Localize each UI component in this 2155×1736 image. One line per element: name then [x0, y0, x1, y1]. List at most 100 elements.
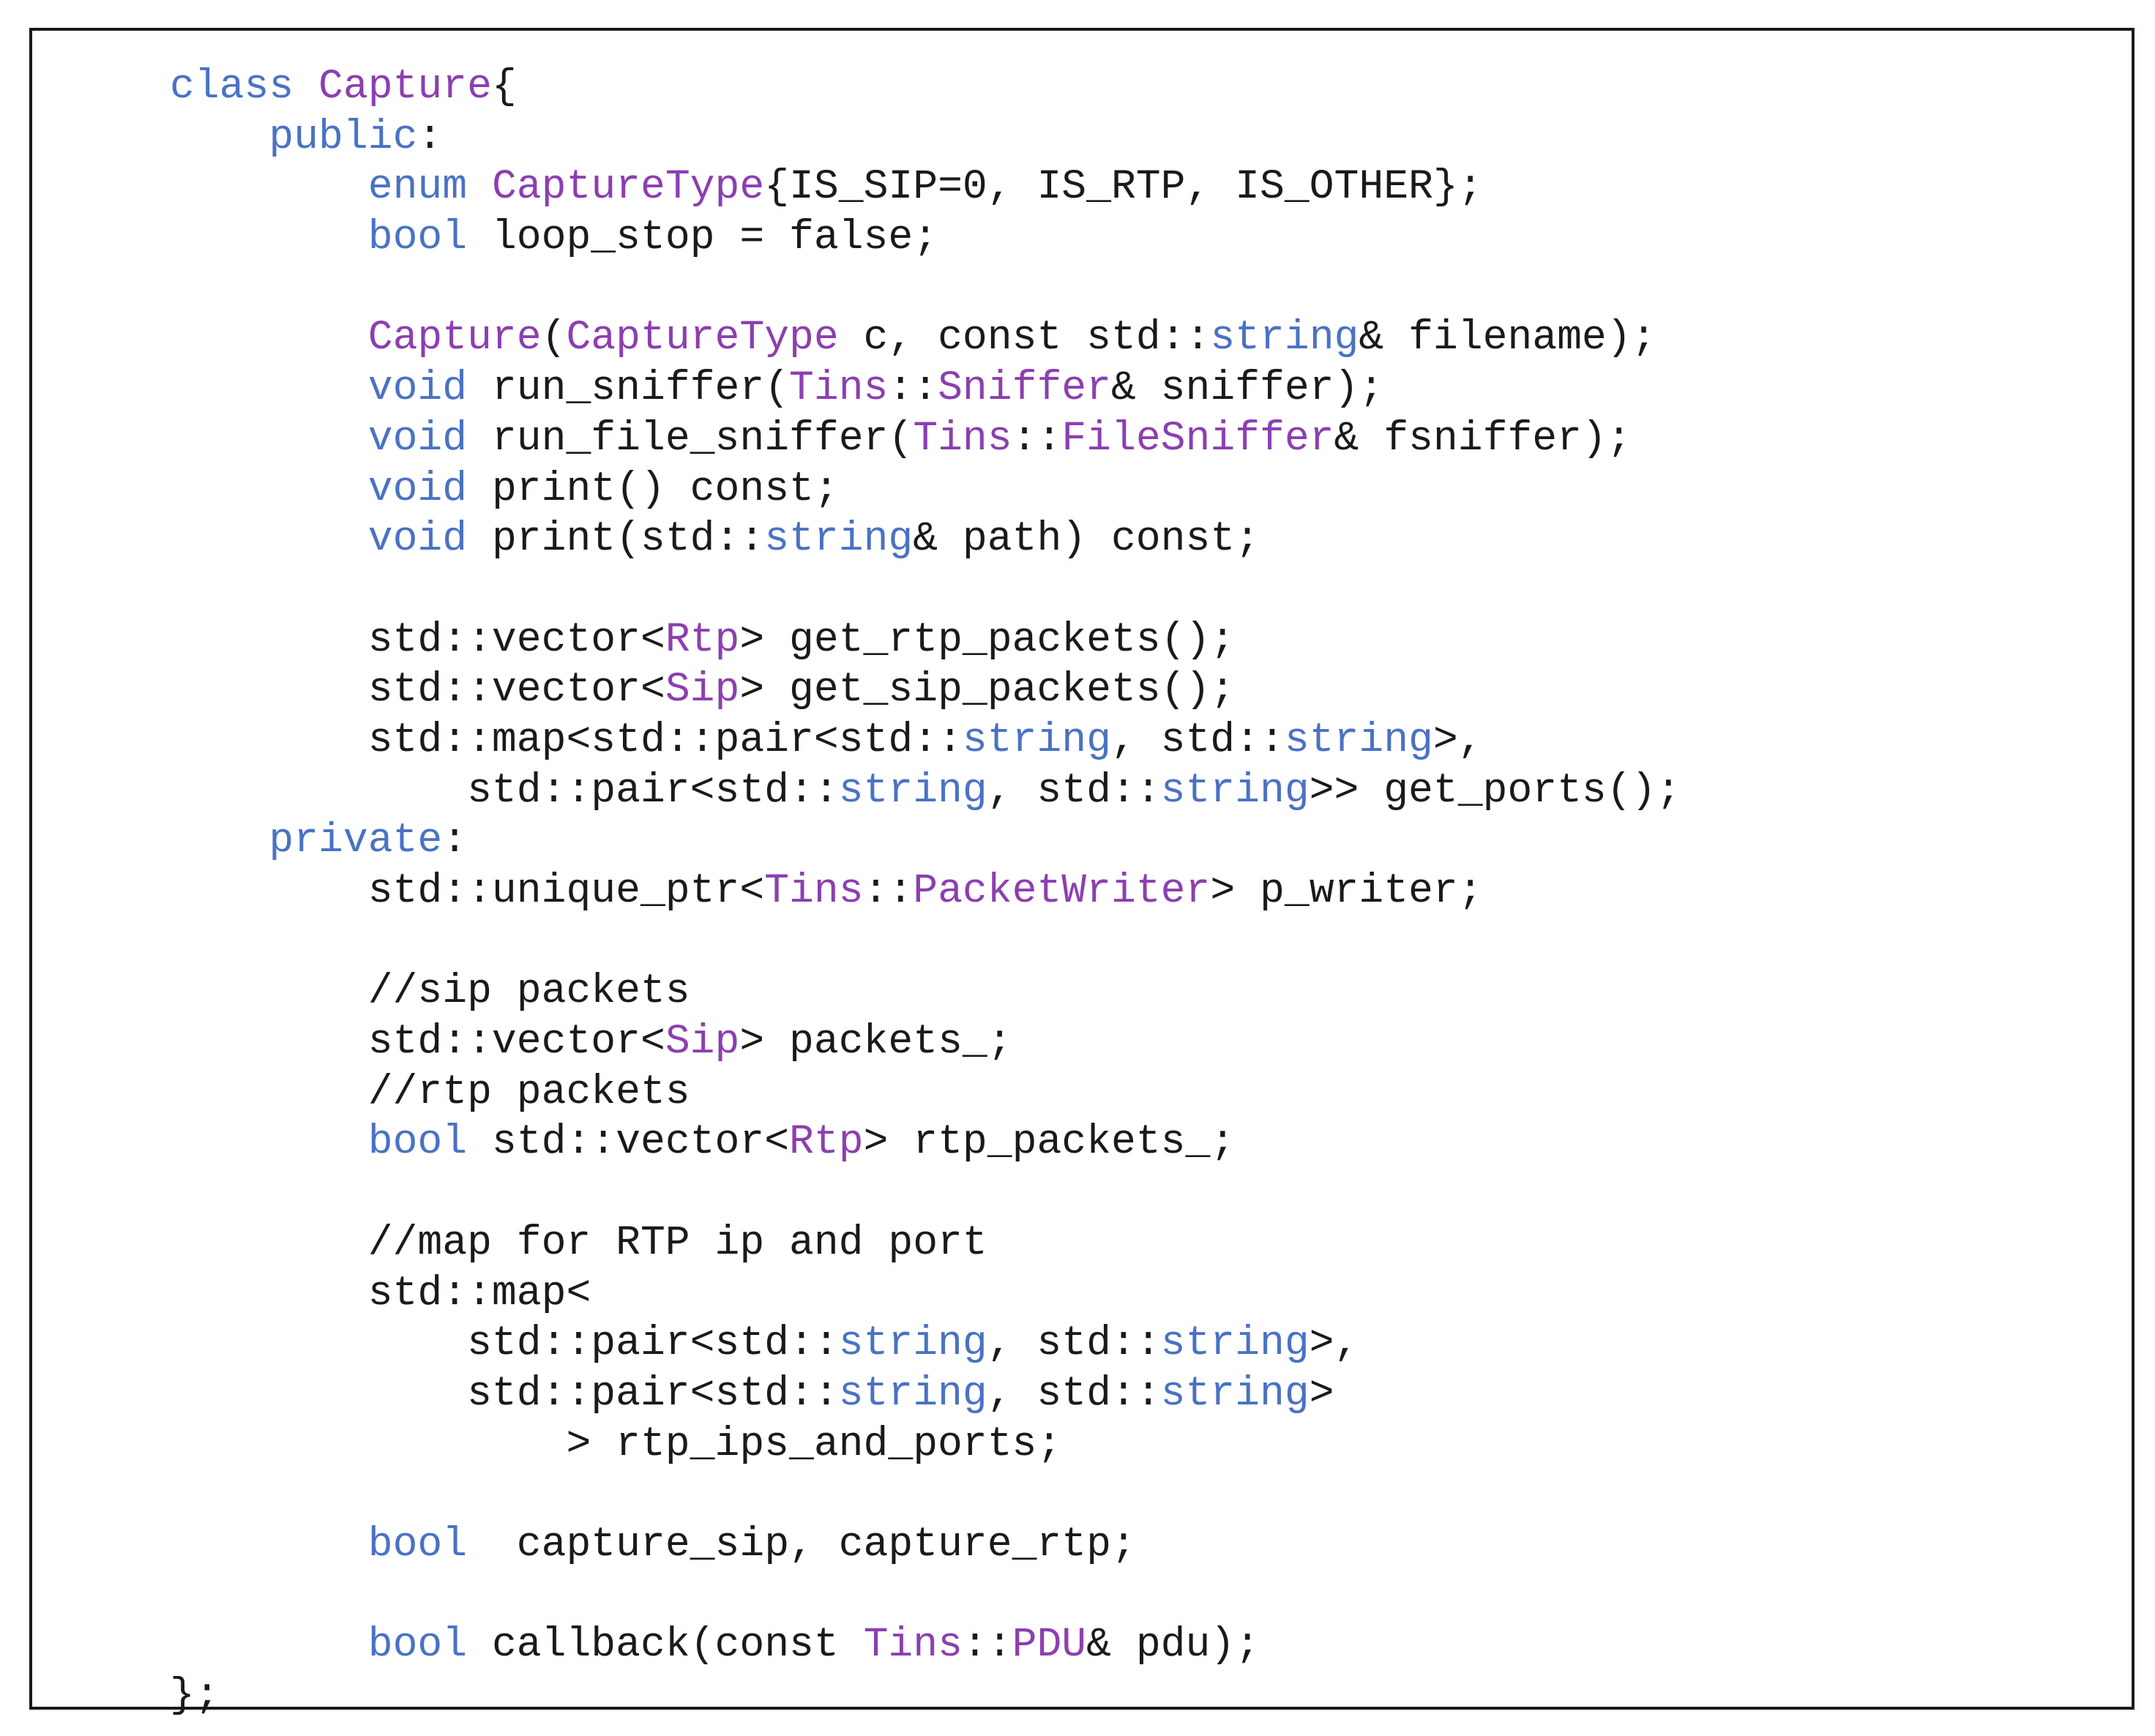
code-token: std::pair<std::	[170, 1369, 839, 1417]
code-token	[170, 113, 269, 160]
code-line: std::map<std::pair<std::string, std::str…	[170, 715, 1681, 766]
code-line: void run_file_sniffer(Tins::FileSniffer&…	[170, 414, 1681, 464]
code-line: std::pair<std::string, std::string>	[170, 1369, 1681, 1419]
type-token: Tins	[764, 867, 864, 914]
code-listing: class Capture{ public: enum CaptureType {…	[170, 61, 1681, 1721]
code-line: void run_sniffer(Tins::Sniffer& sniffer)…	[170, 363, 1681, 414]
code-token: & filename);	[1359, 314, 1657, 362]
code-line: std::pair<std::string, std::string>> get…	[170, 766, 1681, 816]
code-token	[170, 817, 269, 864]
code-line: std::vector<Sip> packets_;	[170, 1017, 1681, 1067]
code-token: std::map<std::pair<std::	[170, 716, 963, 763]
code-token: print() const;	[467, 465, 839, 512]
keyword-token: private	[269, 817, 443, 864]
code-token	[170, 364, 368, 411]
type-token: PacketWriter	[913, 867, 1211, 914]
code-token: , std::	[987, 766, 1161, 814]
code-token	[467, 163, 492, 210]
code-token: , std::	[987, 1320, 1161, 1367]
code-token: :	[417, 113, 443, 160]
code-line: std::pair<std::string, std::string>,	[170, 1318, 1681, 1369]
code-token: std::map<	[170, 1269, 591, 1317]
type-token: Tins	[789, 364, 889, 412]
code-line: Capture(CaptureType c, const std::string…	[170, 313, 1681, 363]
keyword-token: void	[367, 515, 468, 563]
code-token: >,	[1309, 1320, 1359, 1367]
code-line: private:	[170, 815, 1681, 866]
keyword-token: string	[962, 716, 1111, 763]
code-token: >,	[1433, 716, 1483, 763]
code-token	[294, 63, 318, 110]
code-token: callback(const	[467, 1621, 864, 1669]
code-line: class Capture{	[170, 61, 1681, 112]
type-token: Sniffer	[938, 364, 1111, 412]
keyword-token: string	[764, 515, 914, 563]
keyword-token: enum	[367, 163, 468, 211]
code-token	[170, 314, 368, 361]
code-token: capture_sip, capture_rtp;	[467, 1520, 1136, 1568]
code-token: std::vector<	[467, 1118, 790, 1166]
code-token: & pdu);	[1086, 1621, 1260, 1669]
code-line: public:	[170, 112, 1681, 162]
code-token: };	[170, 1672, 220, 1718]
code-token: ::	[1012, 414, 1062, 462]
keyword-token: void	[367, 414, 468, 462]
code-line: ​	[170, 1469, 1681, 1519]
code-listing-frame: class Capture{ public: enum CaptureType {…	[29, 28, 2135, 1718]
code-token: & fsniffer);	[1334, 414, 1632, 462]
code-token: std::pair<std::	[170, 766, 839, 814]
code-line: bool loop_stop = false;	[170, 212, 1681, 263]
code-token: & sniffer);	[1110, 364, 1384, 412]
code-token: {	[491, 63, 517, 110]
code-line: std::unique_ptr<Tins::PacketWriter> p_wr…	[170, 866, 1681, 916]
code-line: std::vector<Sip> get_sip_packets();	[170, 665, 1681, 715]
code-token: //rtp packets	[170, 1068, 690, 1115]
code-token: std::vector<	[170, 1018, 665, 1066]
code-line: //sip packets	[170, 966, 1681, 1017]
code-token: >> get_ports();	[1309, 766, 1681, 814]
code-token: > rtp_ips_and_ports;	[170, 1420, 1062, 1467]
keyword-token: void	[367, 465, 468, 512]
code-token	[170, 1118, 368, 1165]
keyword-token: string	[1160, 1369, 1310, 1417]
code-token: std::vector<	[170, 616, 665, 663]
code-token: > get_rtp_packets();	[739, 616, 1236, 663]
keyword-token: bool	[367, 214, 468, 261]
code-line: > rtp_ips_and_ports;	[170, 1419, 1681, 1470]
code-token: run_sniffer(	[467, 364, 790, 412]
code-line: ​	[170, 564, 1681, 615]
code-token: c, const std::	[838, 314, 1211, 362]
code-token: >	[1309, 1369, 1334, 1417]
code-line: };	[170, 1670, 1681, 1721]
type-token: Rtp	[789, 1118, 864, 1166]
type-token: Sip	[665, 666, 740, 714]
code-token	[170, 214, 368, 261]
code-token	[170, 415, 368, 462]
code-token: //sip packets	[170, 968, 690, 1015]
code-line: ​	[170, 1570, 1681, 1620]
code-token: //map for RTP ip and port	[170, 1219, 987, 1266]
keyword-token: string	[1160, 1320, 1310, 1367]
code-line: //rtp packets	[170, 1067, 1681, 1118]
type-token: Rtp	[665, 616, 740, 663]
code-token: > rtp_packets_;	[863, 1118, 1236, 1166]
code-line: ​	[170, 263, 1681, 313]
keyword-token: string	[838, 1320, 987, 1367]
keyword-token: bool	[367, 1118, 468, 1166]
code-token	[170, 1521, 368, 1568]
type-token: CaptureType	[566, 314, 839, 362]
code-token: loop_stop = false;	[467, 214, 938, 261]
type-token: Capture	[367, 314, 542, 362]
code-line: void print() const;	[170, 464, 1681, 515]
code-token	[170, 163, 368, 210]
code-token: print(std::	[467, 515, 765, 563]
type-token: Sip	[665, 1018, 740, 1066]
code-line: ​	[170, 916, 1681, 967]
keyword-token: class	[170, 63, 294, 110]
keyword-token: void	[367, 364, 468, 412]
code-line: std::map<	[170, 1268, 1681, 1319]
keyword-token: string	[1284, 716, 1433, 763]
type-token: Tins	[913, 414, 1012, 462]
type-token: Capture	[318, 63, 492, 110]
code-token: > get_sip_packets();	[739, 666, 1236, 714]
